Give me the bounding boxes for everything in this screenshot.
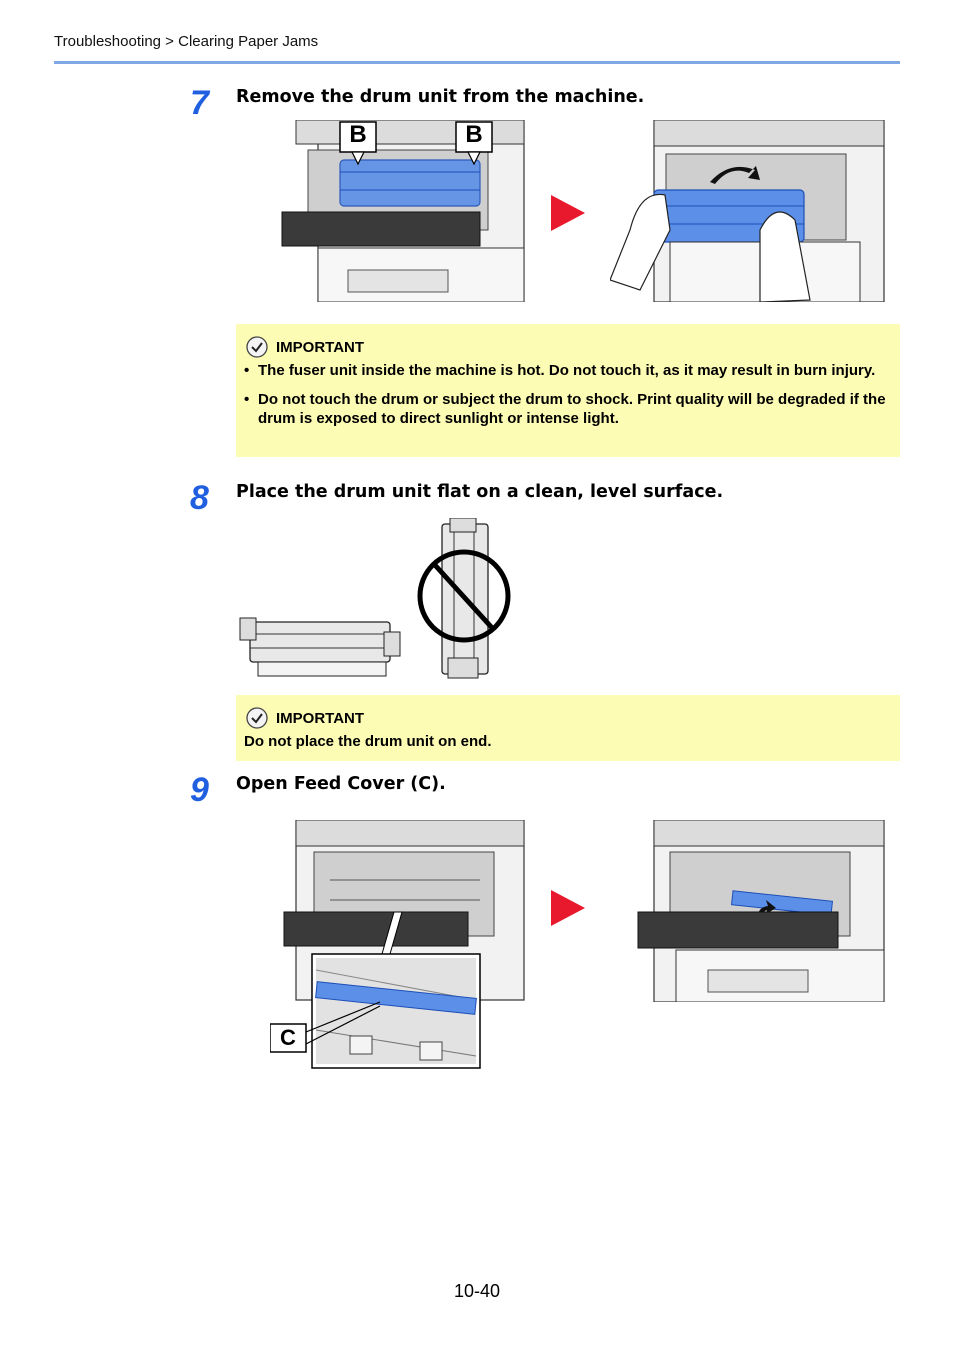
feed-cover-location-illustration bbox=[270, 820, 525, 1069]
important-list: •The fuser unit inside the machine is ho… bbox=[244, 361, 890, 438]
important-heading-2: IMPORTANT bbox=[246, 707, 364, 729]
important-notice-1: IMPORTANT •The fuser unit inside the mac… bbox=[236, 324, 900, 457]
important-label: IMPORTANT bbox=[276, 709, 365, 727]
step-7-title: Remove the drum unit from the machine. bbox=[236, 87, 645, 107]
step-7-number: 7 bbox=[190, 84, 209, 122]
drum-unit-on-end-prohibited-illustration bbox=[417, 518, 511, 679]
important-text: Do not place the drum unit on end. bbox=[244, 733, 492, 750]
page-number: 10-40 bbox=[453, 1281, 501, 1301]
step-8-number: 8 bbox=[190, 479, 209, 517]
printer-drum-callout-illustration bbox=[281, 120, 525, 302]
header-divider bbox=[54, 61, 900, 64]
callout-label-b-left: B bbox=[349, 121, 367, 148]
important-label: IMPORTANT bbox=[276, 338, 365, 356]
checkmark-circle-icon bbox=[246, 336, 268, 358]
important-notice-2: IMPORTANT Do not place the drum unit on … bbox=[236, 695, 900, 761]
next-arrow-icon bbox=[551, 195, 585, 231]
important-item: •The fuser unit inside the machine is ho… bbox=[244, 362, 876, 379]
checkmark-circle-icon bbox=[246, 707, 268, 729]
step-8-title: Place the drum unit flat on a clean, lev… bbox=[236, 482, 724, 502]
hands-removing-drum-illustration bbox=[610, 120, 885, 302]
step-9-title: Open Feed Cover (C). bbox=[236, 774, 446, 794]
callout-label-c: C bbox=[280, 1025, 296, 1050]
important-heading-1: IMPORTANT bbox=[246, 336, 364, 358]
callout-label-b-right: B bbox=[465, 121, 483, 148]
step-9-number: 9 bbox=[190, 771, 209, 809]
next-arrow-icon bbox=[551, 890, 585, 926]
drum-unit-flat-illustration bbox=[239, 617, 401, 677]
breadcrumb: Troubleshooting > Clearing Paper Jams bbox=[54, 33, 319, 50]
important-item: •Do not touch the drum or subject the dr… bbox=[244, 391, 886, 427]
feed-cover-opened-illustration bbox=[637, 820, 885, 1002]
